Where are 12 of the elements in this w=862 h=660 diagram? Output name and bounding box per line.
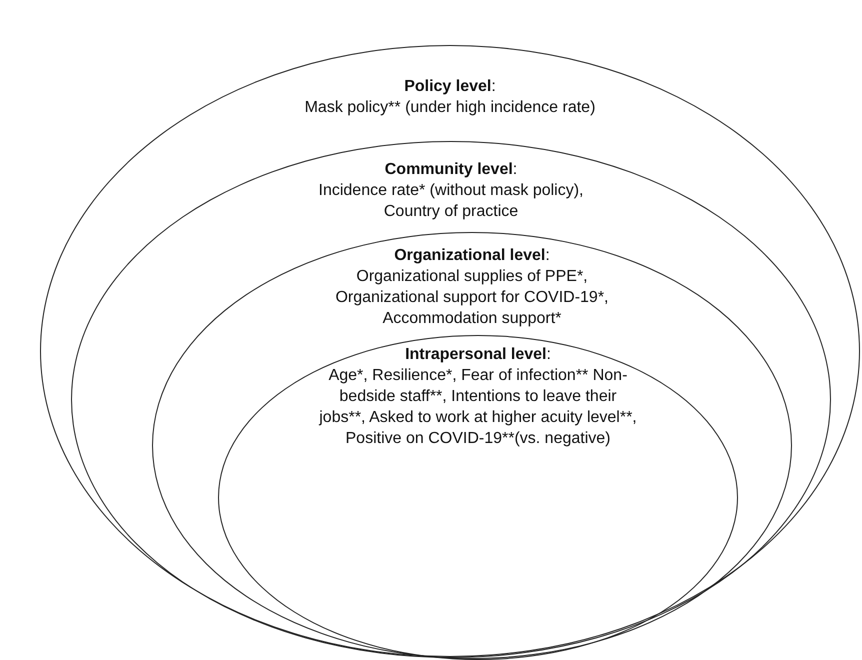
- level-ellipse: [40, 45, 860, 657]
- factor-list: Age*, Resilience*, Fear of infection** Non-bedside staff**, Intentions to leave their jobs**, Asked to work at higher acuity level**, Positive on COVID-19**(vs. negative): [318, 365, 638, 449]
- level-heading: Community level:: [384, 160, 518, 180]
- factor-list: Mask policy** (under high incidence rate): [304, 97, 596, 118]
- level-heading: Policy level:: [404, 77, 496, 97]
- level-ellipse: [218, 335, 738, 660]
- level-ellipse: [152, 232, 792, 659]
- factor-list: Organizational supplies of PPE*, Organizational support for COVID-19*, Accommodation support*: [307, 266, 637, 329]
- level-heading: Organizational level:: [394, 246, 550, 266]
- factor-list: Incidence rate* (without mask policy), Country of practice: [301, 180, 601, 222]
- level-ellipse: [71, 141, 831, 658]
- level-heading: Intrapersonal level:: [405, 345, 551, 365]
